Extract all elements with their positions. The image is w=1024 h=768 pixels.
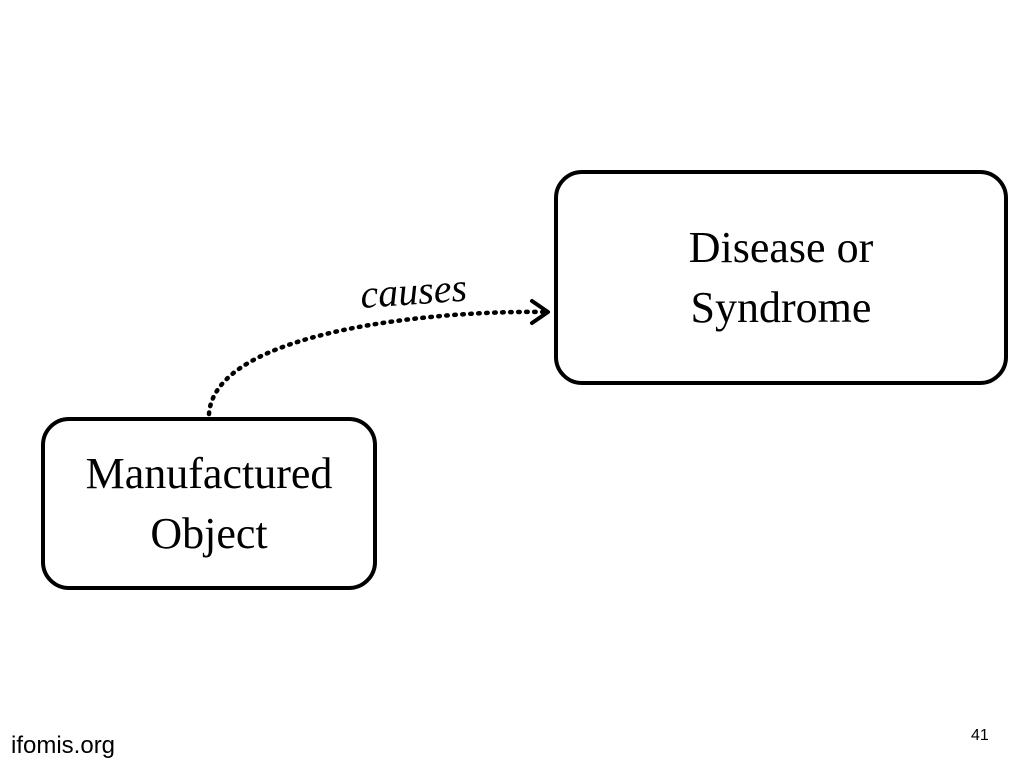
causes-edge-line bbox=[206, 309, 549, 417]
node-disease-line1: Disease or bbox=[688, 222, 874, 272]
node-disease-line2: Syndrome bbox=[690, 282, 872, 332]
node-object-line1: Manufactured bbox=[85, 448, 333, 498]
edge-label-causes: causes bbox=[358, 264, 469, 318]
arrowhead-icon bbox=[530, 299, 550, 325]
node-manufactured-object: Manufactured Object bbox=[41, 417, 377, 590]
footer-site: ifomis.org bbox=[11, 732, 116, 759]
node-object-line2: Object bbox=[150, 508, 268, 558]
node-disease-or-syndrome: Disease or Syndrome bbox=[554, 170, 1008, 385]
page-number: 41 bbox=[971, 727, 989, 744]
